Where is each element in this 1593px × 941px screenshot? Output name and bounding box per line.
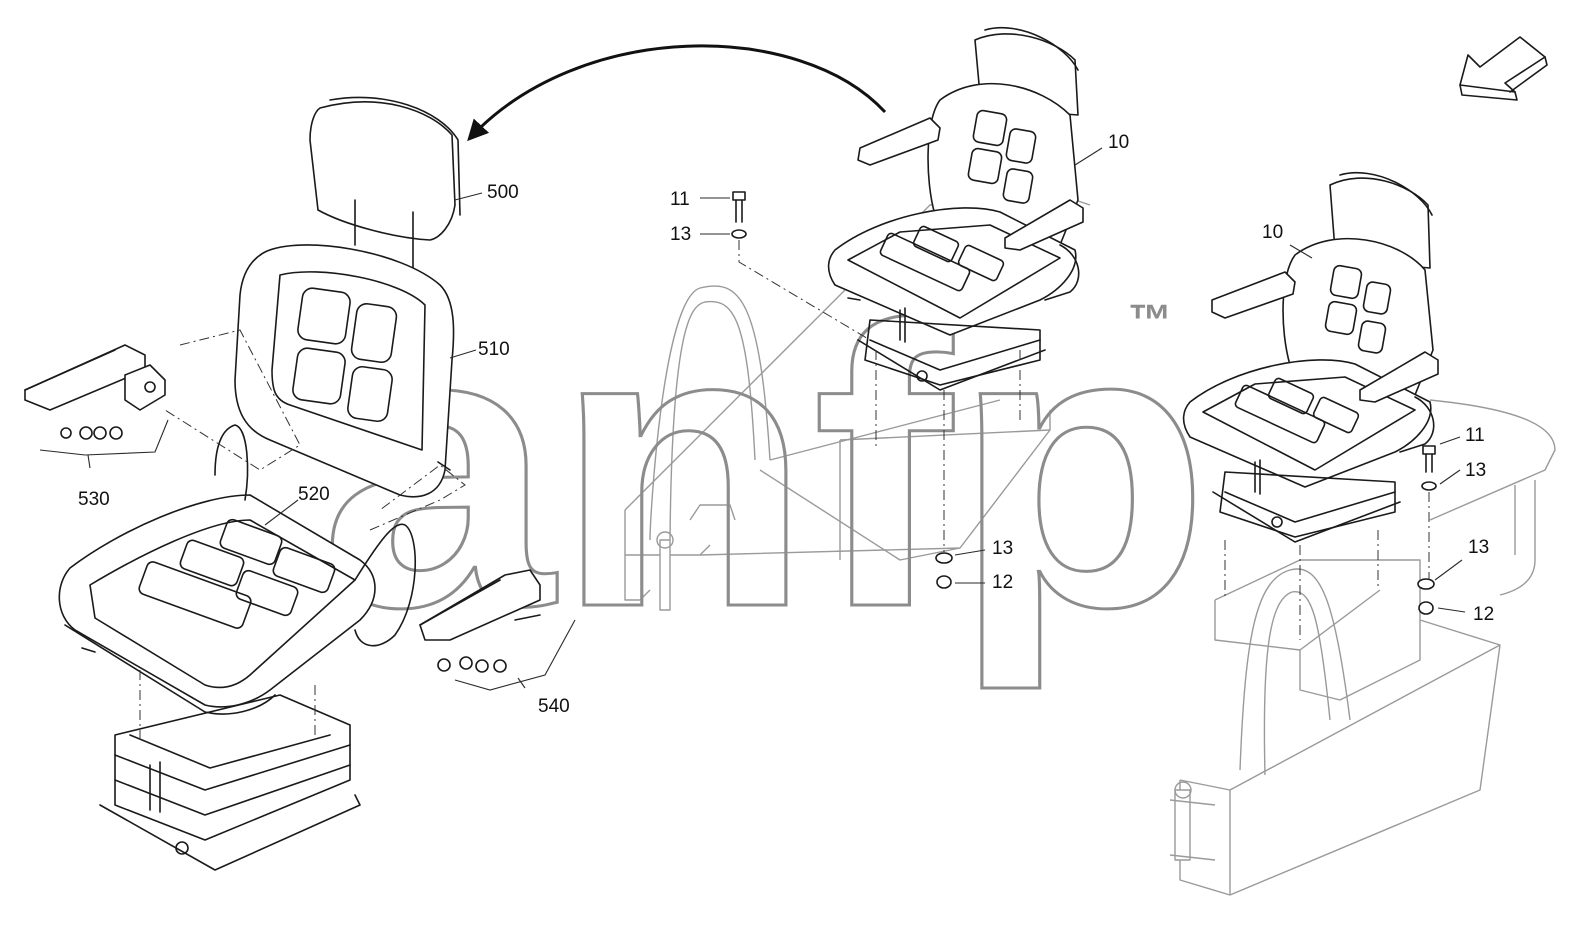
callout-13-middle-top: 13 — [670, 224, 691, 245]
callout-12-right: 12 — [1473, 604, 1494, 625]
callout-510: 510 — [478, 339, 510, 360]
backrest-510 — [234, 244, 455, 498]
armrest-left-530 — [24, 344, 169, 456]
callout-labels: 500 510 520 530 540 10 10 11 13 13 12 11… — [78, 132, 1494, 717]
suspension-base — [99, 694, 361, 871]
callout-13-right-top: 13 — [1465, 460, 1486, 481]
callout-10-middle: 10 — [1108, 132, 1129, 153]
left-assembly-centerlines — [139, 329, 466, 740]
callout-520: 520 — [298, 484, 330, 505]
right-fasteners — [1224, 445, 1437, 640]
callout-12-middle: 12 — [992, 572, 1013, 593]
right-seat — [1182, 172, 1439, 543]
callout-530: 530 — [78, 489, 110, 510]
orientation-arrow-icon — [1459, 36, 1548, 101]
armrest-right-540 — [419, 569, 576, 691]
middle-seat — [827, 27, 1084, 391]
cushion-520 — [58, 424, 417, 715]
callout-500: 500 — [487, 182, 519, 203]
center-mounting-frame — [624, 194, 1091, 611]
callout-13-right-bottom: 13 — [1468, 537, 1489, 558]
callout-540: 540 — [538, 696, 570, 717]
right-mounting-frame — [1169, 399, 1556, 896]
leader-lines — [87, 147, 1466, 689]
callout-11-middle: 11 — [670, 189, 690, 210]
callout-13-middle-bottom: 13 — [992, 538, 1013, 559]
watermark-trademark: ™ — [1128, 296, 1172, 345]
callout-11-right: 11 — [1465, 425, 1485, 446]
middle-fasteners — [731, 191, 1021, 589]
callout-10-right: 10 — [1262, 222, 1283, 243]
transfer-arrow-icon — [467, 44, 887, 142]
